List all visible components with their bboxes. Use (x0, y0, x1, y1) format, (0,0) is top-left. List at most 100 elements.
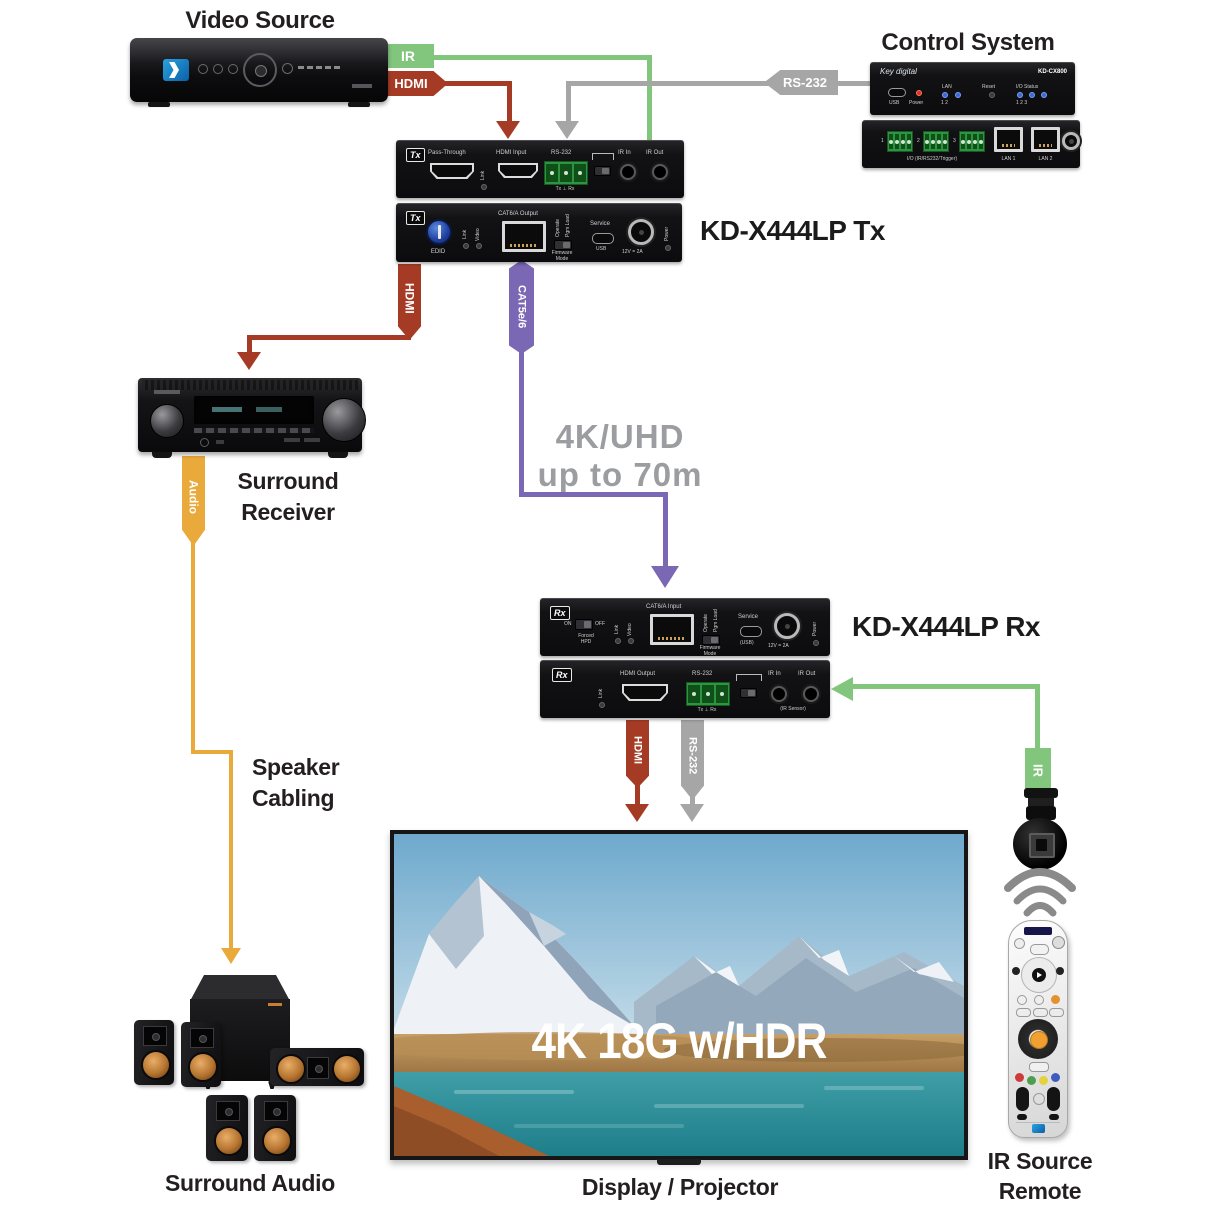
rs232-pins-label: Tx ⊥ Rx (555, 186, 575, 192)
control-system-caption: Control System (881, 29, 1055, 56)
ir-out-label: IR Out (646, 150, 664, 156)
reset-button (989, 92, 995, 98)
hdmi-output-label: HDMI Output (620, 671, 656, 677)
lan1-port (994, 127, 1023, 152)
service-usb-port (740, 626, 762, 637)
ir-arrow-into-rx (831, 677, 853, 701)
ir-sensor-label: (IR Sensor) (780, 706, 806, 712)
satellite-speaker (254, 1095, 296, 1161)
surround-audio-caption: Surround Audio (165, 1170, 335, 1196)
hdmi-input-port (498, 163, 538, 178)
io-terminal-3 (959, 131, 985, 152)
hdmi-arrow-into-display (625, 804, 649, 822)
usb-label: USB (596, 246, 607, 252)
display-device: 4K 18G w/HDR (364, 830, 984, 1165)
remote-transport-cluster (1021, 957, 1057, 993)
ir-source-remote-caption: IR Source Remote (987, 1148, 1093, 1204)
io-status-label: I/O Status (1016, 84, 1039, 90)
remote-button (1017, 1114, 1027, 1120)
remote-button (1017, 995, 1027, 1005)
power-led (813, 640, 819, 646)
surround-receiver-device (138, 378, 366, 458)
tv-image (364, 834, 984, 1156)
link-led (481, 184, 487, 190)
usb-label: (USB) (740, 640, 754, 646)
stb-button (213, 64, 223, 74)
link-label: Link (480, 170, 486, 180)
remote-button (1049, 1008, 1064, 1017)
hdmi-cable-top-horizontal (436, 81, 512, 86)
control-system-front: Key digital KD-CX800 USB Power LAN 1 2 R… (870, 62, 1075, 115)
link-label: Link (614, 624, 620, 634)
remote-button (1029, 1062, 1049, 1072)
cat-arrow-into-rx (651, 566, 679, 588)
speaker-cone (262, 1126, 292, 1156)
cat-cable-v2 (663, 492, 668, 568)
subwoofer-top (190, 975, 290, 1001)
video-label: Video (627, 623, 633, 636)
remote-volume-rocker (1016, 1087, 1029, 1111)
hdmi-output-port (622, 684, 668, 701)
speaker-cone (276, 1054, 306, 1084)
terminal-num: 2 (917, 138, 920, 144)
remote-control (1008, 920, 1068, 1138)
video-led (476, 243, 482, 249)
tx-front-panel: Tx EDID Link Video CAT6/A Output Operate… (396, 203, 682, 262)
ir-sensor-window (1029, 833, 1055, 858)
video-led (628, 638, 634, 644)
usb-label: USB (889, 100, 900, 106)
uhd-line1: 4K/UHD (555, 418, 685, 455)
remote-select-button (1030, 1031, 1048, 1049)
remote-divider (1016, 1122, 1060, 1123)
pass-through-label: Pass-Through (428, 150, 466, 156)
audio-cable-v1 (191, 534, 195, 754)
satellite-speaker (206, 1095, 248, 1161)
directv-logo-swoosh (169, 62, 179, 78)
stb-label-dashes (298, 66, 342, 69)
cat-input-label: CAT6/A Input (646, 604, 682, 610)
receiver-port (284, 438, 300, 442)
speaker-horn (143, 1026, 167, 1046)
video-label: Video (475, 228, 481, 241)
hdmi-tag-mid: HDMI (398, 264, 421, 340)
ir-in-jack (771, 686, 787, 702)
service-label: Service (738, 614, 759, 620)
control-model: KD-CX800 (1037, 69, 1067, 75)
remote-channel-rocker (1047, 1087, 1060, 1111)
rs232-cable-top-vertical (566, 81, 571, 123)
speaker-cone (332, 1054, 362, 1084)
rs232-cable-top-horizontal (566, 81, 872, 86)
power-jack (1062, 132, 1080, 150)
power-spec-label: 12V = 2A (622, 249, 643, 255)
speaker-horn (264, 1101, 288, 1121)
ir-out-jack (803, 686, 819, 702)
cat-output-label: CAT6/A Output (498, 211, 538, 217)
ir-in-label: IR In (768, 671, 781, 677)
speaker-cone (188, 1052, 218, 1082)
rs232-arrow-into-display (680, 804, 704, 822)
rs232-label: RS-232 (551, 150, 572, 156)
video-source-device (130, 38, 388, 107)
center-speaker (270, 1048, 364, 1086)
receiver-setup-mic (216, 440, 224, 444)
play-icon (1037, 972, 1042, 978)
hdmi-tag-top: HDMI (382, 71, 448, 96)
remote-record-button (1051, 995, 1060, 1004)
receiver-phones-jack (200, 438, 209, 447)
subwoofer-badge (268, 1003, 282, 1006)
hdmi-cable-mid-v2 (247, 338, 252, 354)
firmware-mode-switch (554, 240, 572, 250)
satellite-speaker (181, 1022, 221, 1087)
lan1-label: LAN 1 (1001, 156, 1016, 162)
link-led (599, 702, 605, 708)
cat-output-port (502, 221, 546, 252)
link-distance-caption: 4K/UHD up to 70m (505, 418, 735, 494)
hdmi-arrow-into-receiver (237, 352, 261, 370)
power-spec-label: 12V = 2A (768, 643, 789, 649)
terminal-num: 3 (953, 138, 956, 144)
rx-logo: Rx (552, 668, 572, 682)
cat-input-port (650, 614, 694, 645)
link-led (463, 243, 469, 249)
firmware-mode-switch (702, 635, 720, 645)
